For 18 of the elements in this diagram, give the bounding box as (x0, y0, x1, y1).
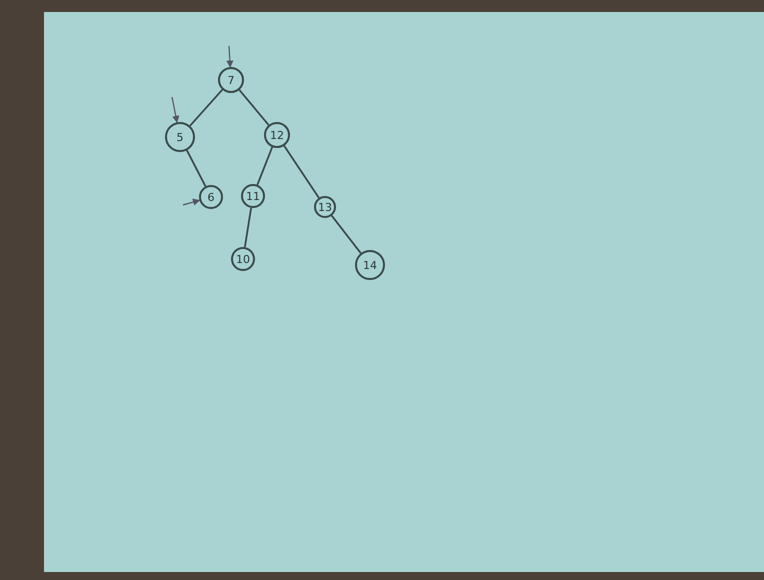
node-number: 10 (236, 252, 250, 266)
node-number: 12 (270, 128, 284, 142)
tree-edge (186, 150, 206, 187)
pointer-arrow (182, 198, 200, 206)
node-number: 14 (363, 258, 377, 272)
node-number: 7 (228, 74, 234, 86)
tree-edge (238, 89, 270, 126)
pointer-arrow (171, 96, 180, 123)
node-number: 13 (318, 200, 332, 214)
node-number: 11 (246, 190, 260, 202)
tree-edge (189, 89, 223, 126)
tree-edge (244, 208, 252, 248)
node-number: 6 (208, 190, 214, 204)
tree-edge (331, 215, 362, 254)
tree-edge (283, 145, 320, 198)
node-number: 5 (176, 130, 184, 144)
pointer-arrow (226, 46, 234, 68)
tree-edge (256, 146, 274, 186)
